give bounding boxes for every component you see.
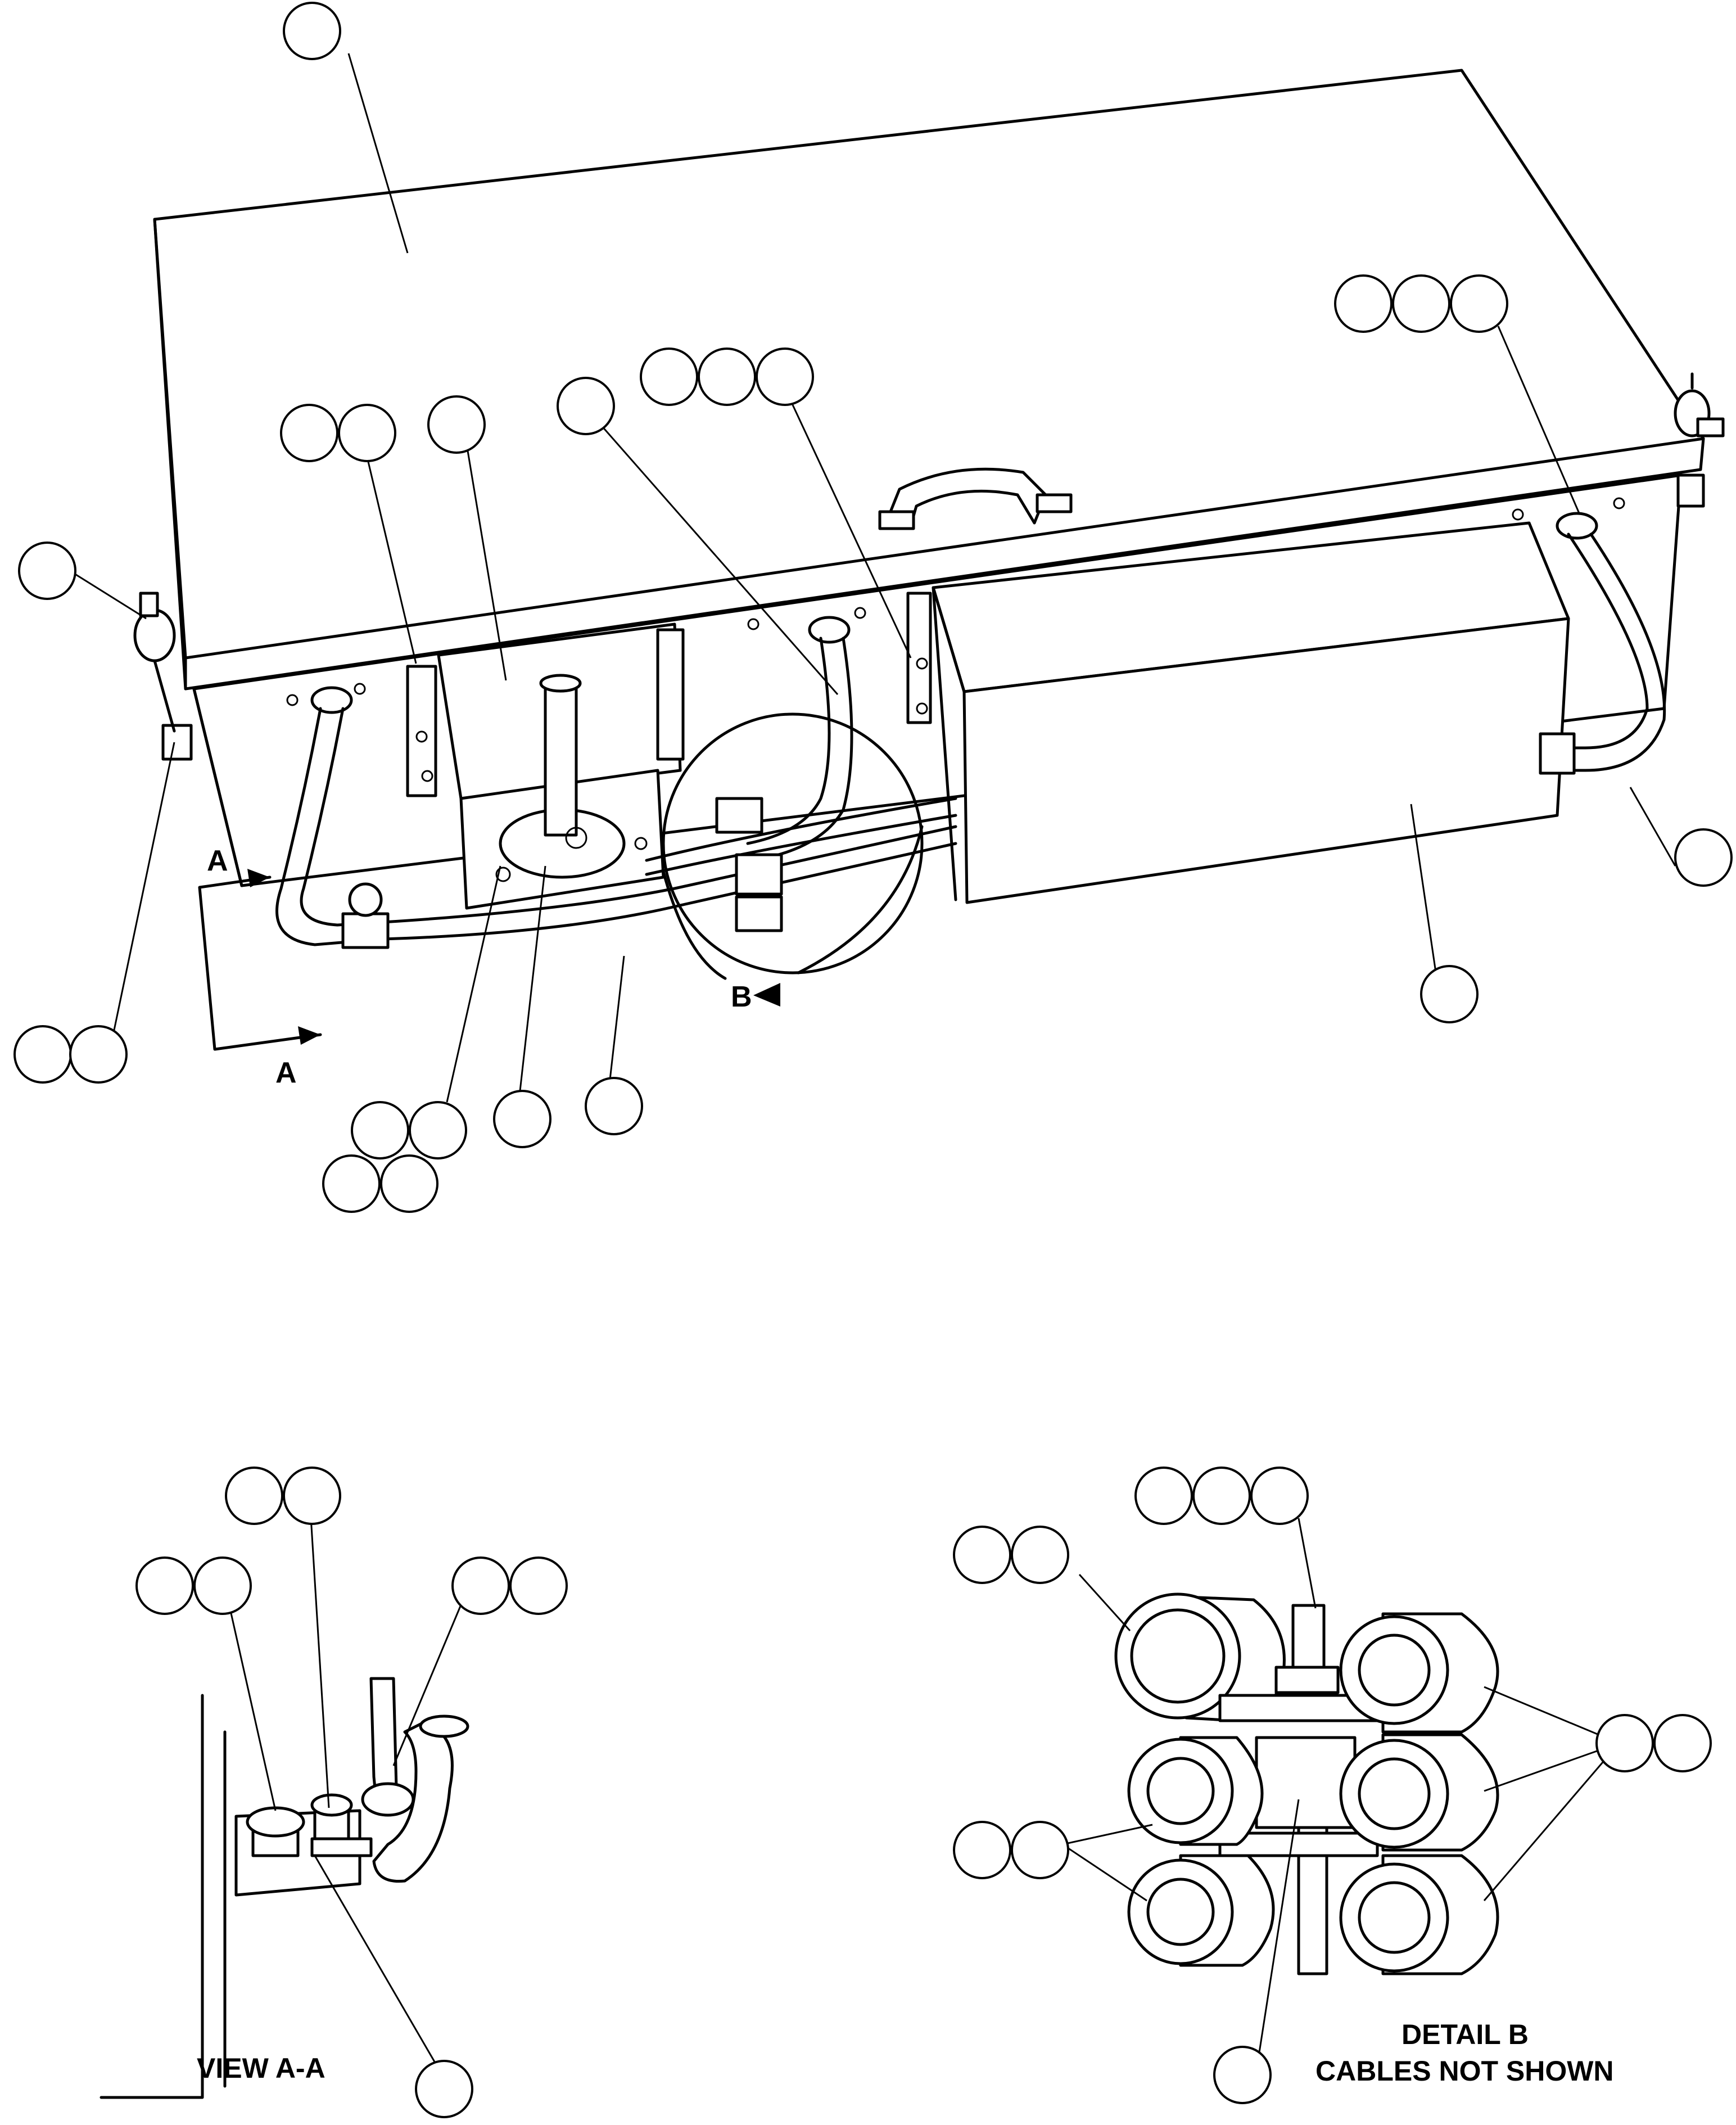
callout-bubble: [1334, 274, 1393, 333]
callout-bubble: [427, 395, 486, 454]
callout-bubble: [756, 348, 814, 406]
detail-b-view: [1114, 1592, 1499, 1975]
callout-bubble: [953, 1526, 1011, 1584]
callout-bubble: [698, 348, 756, 406]
callout-bubble: [493, 1090, 551, 1148]
detail-label-b: B: [731, 981, 752, 1013]
caption-view-aa: VIEW A-A: [197, 2052, 326, 2084]
callout-bubble: [338, 404, 396, 462]
callout-bubble: [1674, 828, 1733, 887]
callout-bubble: [451, 1556, 510, 1615]
caption-detail-b-title: DETAIL B: [1402, 2019, 1529, 2050]
carry-handle: [878, 467, 1073, 530]
mounting-holes: [286, 497, 1625, 782]
callout-bubble: [1450, 274, 1508, 333]
switch-plate: [437, 622, 682, 910]
battery-box-assembly: A A B: [133, 69, 1725, 1089]
callout-bubble: [585, 1077, 643, 1135]
detail-b-outline: [662, 712, 924, 974]
callout-bubble: [1213, 2046, 1272, 2104]
terminal-post-right: [1674, 372, 1725, 508]
callout-bubble: [1011, 1526, 1069, 1584]
cable-clamp-lower: [341, 882, 390, 949]
callout-bubble: [69, 1025, 128, 1084]
cover-box: [932, 521, 1570, 904]
callout-bubble: [1420, 965, 1479, 1023]
caption-detail-b-note: CABLES NOT SHOWN: [1315, 2055, 1614, 2087]
cables: [275, 533, 1666, 946]
callout-bubble: [409, 1101, 467, 1159]
callout-bubble: [415, 2060, 473, 2118]
section-label-a-bottom: A: [275, 1057, 297, 1089]
cable-clamp-b: [715, 797, 783, 932]
callout-bubble: [13, 1025, 72, 1084]
grommet-right: [1556, 512, 1598, 540]
callout-bubble: [283, 1467, 341, 1525]
callout-bubble: [18, 542, 76, 600]
callout-bubble: [640, 348, 698, 406]
view-aa: [100, 1677, 469, 2099]
section-label-a-top: A: [207, 845, 228, 877]
bracket-mid: [906, 592, 932, 724]
callout-bubble: [225, 1467, 283, 1525]
callout-bubble: [322, 1154, 381, 1213]
callout-bubble: [380, 1154, 438, 1213]
callout-bubble: [953, 1821, 1011, 1879]
callout-bubble: [351, 1101, 409, 1159]
bracket-right: [656, 628, 685, 761]
callout-bubble: [509, 1556, 568, 1615]
callout-bubble: [283, 2, 341, 60]
grommet-mid: [808, 616, 851, 644]
leader-lines: [56, 53, 1676, 2064]
callout-bubble: [557, 377, 615, 435]
terminal-post-left: [133, 592, 193, 761]
callout-bubble: [193, 1556, 252, 1615]
callout-bubble: [1595, 1714, 1654, 1772]
callout-bubble: [1134, 1467, 1193, 1525]
callout-bubbles: [13, 2, 1733, 2118]
callout-bubble: [1011, 1821, 1069, 1879]
section-line-a: [198, 869, 322, 1051]
grommet-left: [310, 686, 353, 714]
callout-bubble: [135, 1556, 194, 1615]
callout-bubble: [280, 404, 338, 462]
callout-bubble: [1192, 1467, 1251, 1525]
callout-bubble: [1392, 274, 1450, 333]
detail-b-arrow: [753, 983, 780, 1007]
callout-bubble: [1250, 1467, 1309, 1525]
callout-bubble: [1653, 1714, 1712, 1772]
